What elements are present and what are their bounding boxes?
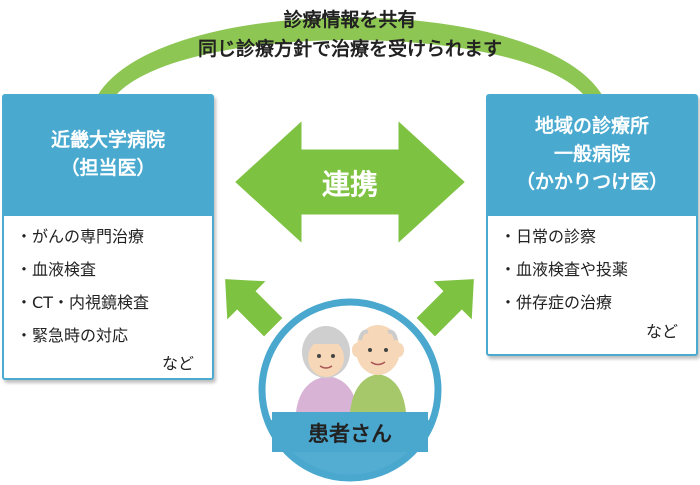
list-item: 日常の診察 xyxy=(500,227,696,247)
list-item: 血液検査や投薬 xyxy=(500,260,696,280)
list-item: 併存症の治療 xyxy=(500,293,696,313)
kindai-hospital-services: がんの専門治療 血液検査 CT・内視鏡検査 緊急時の対応 xyxy=(4,216,212,346)
cooperation-double-arrow xyxy=(230,114,470,250)
local-clinic-title: 地域の診療所 xyxy=(534,115,649,137)
local-clinic-etc: など xyxy=(645,322,678,341)
sharing-arc xyxy=(95,17,605,100)
kindai-hospital-box: 近畿大学病院 （担当医） がんの専門治療 血液検査 CT・内視鏡検査 緊急時の対… xyxy=(2,94,214,380)
banner-line-2: 同じ診療方針で治療を受けられます xyxy=(197,38,502,60)
kindai-hospital-etc: など xyxy=(161,354,194,373)
elderly-woman-icon xyxy=(296,326,358,412)
local-clinic-box: 地域の診療所 一般病院 （かかりつけ医） 日常の診察 血液検査や投薬 併存症の治… xyxy=(486,94,698,356)
elderly-man-icon xyxy=(350,325,406,412)
local-clinic-services: 日常の診察 血液検査や投薬 併存症の治療 xyxy=(488,216,696,313)
list-item: 血液検査 xyxy=(16,260,212,280)
list-item: がんの専門治療 xyxy=(16,227,212,247)
list-item: CT・内視鏡検査 xyxy=(16,293,212,313)
left-up-arrow xyxy=(225,279,283,337)
cooperation-label: 連携 xyxy=(321,168,378,201)
list-item: 緊急時の対応 xyxy=(16,326,212,346)
local-clinic-subtitle-2: （かかりつけ医） xyxy=(515,171,669,193)
right-up-arrow xyxy=(416,279,474,337)
local-clinic-subtitle-1: 一般病院 xyxy=(553,143,630,165)
banner-line-1: 診療情報を共有 xyxy=(283,9,417,31)
patient-label: 患者さん xyxy=(308,422,392,446)
kindai-hospital-subtitle: （担当医） xyxy=(60,157,156,179)
kindai-hospital-title: 近畿大学病院 xyxy=(50,129,165,151)
local-clinic-header: 地域の診療所 一般病院 （かかりつけ医） xyxy=(488,96,696,216)
kindai-hospital-header: 近畿大学病院 （担当医） xyxy=(4,96,212,216)
